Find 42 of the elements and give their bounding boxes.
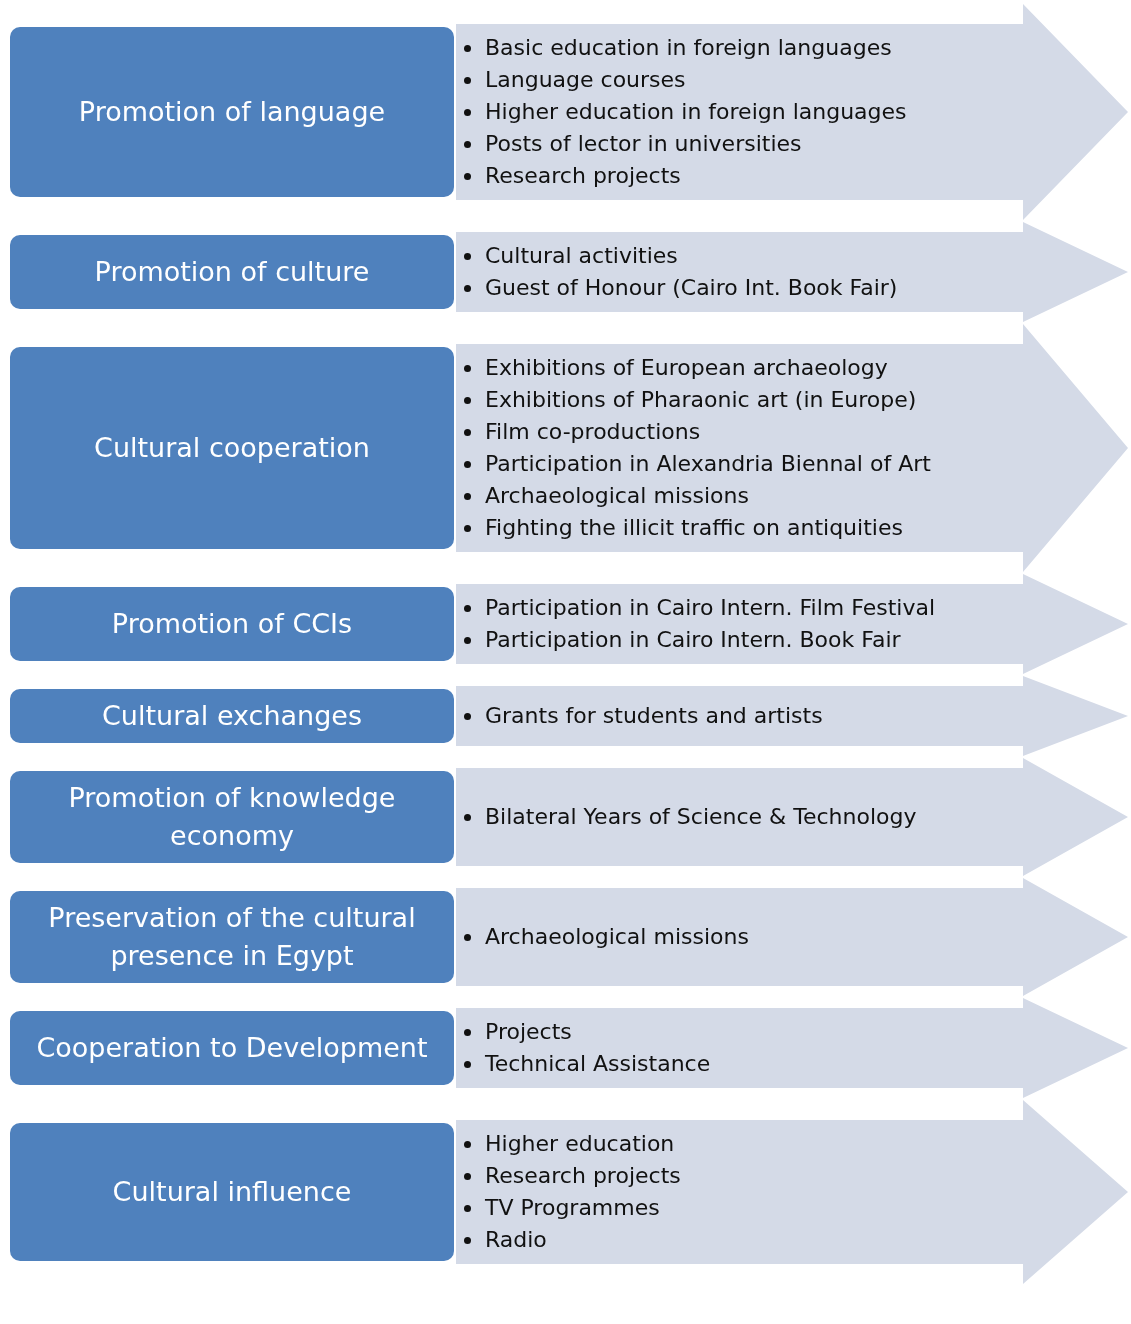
category-box: Cultural exchanges <box>10 689 454 743</box>
list-item: Grants for students and artists <box>485 702 823 730</box>
list-item: Technical Assistance <box>485 1050 711 1078</box>
arrow-shape <box>456 222 1128 322</box>
arrow-shape <box>456 574 1128 674</box>
list-item: Bilateral Years of Science & Technology <box>485 803 917 831</box>
category-box: Promotion of CCIs <box>10 587 454 661</box>
arrow-shape <box>456 676 1128 756</box>
arrow-shape <box>456 1100 1128 1284</box>
arrow-shape <box>456 324 1128 572</box>
list-item: Archaeological missions <box>485 923 749 951</box>
list-item: Cultural activities <box>485 242 678 270</box>
list-item: Archaeological missions <box>485 482 749 510</box>
category-box: Promotion of culture <box>10 235 454 309</box>
list-item: Research projects <box>485 1162 681 1190</box>
arrow-shape <box>456 878 1128 996</box>
list-item: Radio <box>485 1226 547 1254</box>
arrow-shape <box>456 998 1128 1098</box>
arrow-shape <box>456 758 1128 876</box>
list-item: Guest of Honour (Cairo Int. Book Fair) <box>485 274 898 302</box>
category-box: Cultural influence <box>10 1123 454 1261</box>
list-item: TV Programmes <box>485 1194 660 1222</box>
list-item: Participation in Cairo Intern. Film Festival <box>485 594 936 622</box>
list-item: Exhibitions of European archaeology <box>485 354 888 382</box>
list-item: Language courses <box>485 66 686 94</box>
list-item: Participation in Alexandria Biennal of Art <box>485 450 931 478</box>
list-item: Projects <box>485 1018 572 1046</box>
category-box: Preservation of the cultural presence in Egypt <box>10 891 454 983</box>
list-item: Higher education <box>485 1130 675 1158</box>
list-item: Basic education in foreign languages <box>485 34 892 62</box>
category-box: Promotion of knowledge economy <box>10 771 454 863</box>
list-item: Participation in Cairo Intern. Book Fair <box>485 626 901 654</box>
list-item: Higher education in foreign languages <box>485 98 907 126</box>
category-box: Promotion of language <box>10 27 454 197</box>
list-item: Posts of lector in universities <box>485 130 802 158</box>
list-item: Exhibitions of Pharaonic art (in Europe) <box>485 386 917 414</box>
list-item: Research projects <box>485 162 681 190</box>
arrow-shape <box>456 4 1128 220</box>
category-box: Cooperation to Development <box>10 1011 454 1085</box>
category-box: Cultural cooperation <box>10 347 454 549</box>
list-item: Fighting the illicit traffic on antiquities <box>485 514 903 542</box>
list-item: Film co-productions <box>485 418 701 446</box>
